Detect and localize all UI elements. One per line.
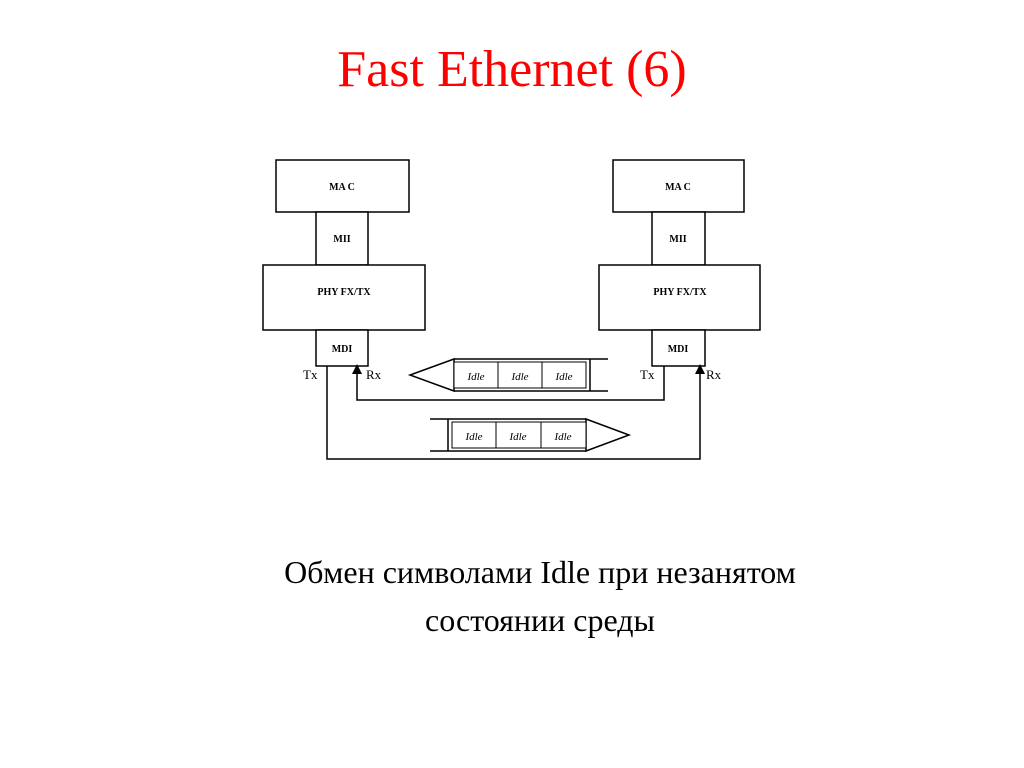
left-phy-box <box>262 264 426 331</box>
lower-idle-label: Idle <box>553 431 571 443</box>
right-mdi-box <box>651 329 706 367</box>
caption-line-2: состоянии среды <box>424 602 655 638</box>
right-phy-label: PHY FX/TX <box>653 287 707 298</box>
caption-line-1: Обмен символами Idle при незанятом <box>284 554 796 590</box>
left-mdi-label: MDI <box>332 344 353 355</box>
left-mac-label: MA C <box>329 182 355 193</box>
left-mii-box <box>315 211 369 266</box>
upper-idle-stream: Idle Idle Idle <box>407 357 608 393</box>
slide-caption: Обмен символами Idle при незанятом состо… <box>0 548 1024 644</box>
right-tx-label: Tx <box>640 367 655 382</box>
upper-idle-label: Idle <box>510 371 528 383</box>
right-rx-label: Rx <box>706 367 722 382</box>
right-mac-label: MA C <box>665 182 691 193</box>
left-tx-label: Tx <box>303 367 318 382</box>
slide-title: Fast Ethernet (6) <box>337 41 687 98</box>
lower-idle-cell <box>540 421 587 449</box>
upper-idle-cell <box>541 361 587 389</box>
upper-idle-label: Idle <box>466 371 484 383</box>
lower-idle-label: Idle <box>508 431 526 443</box>
upper-idle-cell <box>497 361 543 389</box>
upper-idle-label: Idle <box>554 371 572 383</box>
left-mdi-box <box>315 329 369 367</box>
connection-lines <box>326 364 705 460</box>
lower-idle-cell <box>495 421 542 449</box>
upper-idle-cell <box>453 361 499 389</box>
left-phy-label: PHY FX/TX <box>317 287 371 298</box>
right-mdi-label: MDI <box>668 344 689 355</box>
right-rx-arrowhead <box>695 364 705 374</box>
lower-idle-stream: Idle Idle Idle <box>430 417 632 453</box>
right-station: MA C MII PHY FX/TX MDI Tx Rx <box>598 159 761 382</box>
lower-idle-label: Idle <box>464 431 482 443</box>
left-mii-label: MII <box>333 234 350 245</box>
lower-stream-arrow-head <box>585 417 632 453</box>
left-station: MA C MII PHY FX/TX MDI Tx Rx <box>262 159 426 382</box>
left-mac-box <box>275 159 410 213</box>
left-rx-label: Rx <box>366 367 382 382</box>
right-phy-box <box>598 264 761 331</box>
right-mii-label: MII <box>669 234 686 245</box>
right-tx-to-left-rx-line <box>356 366 665 401</box>
upper-stream-arrow-head <box>407 357 455 393</box>
left-rx-arrowhead <box>352 364 362 374</box>
left-tx-to-right-rx-line <box>326 366 701 460</box>
